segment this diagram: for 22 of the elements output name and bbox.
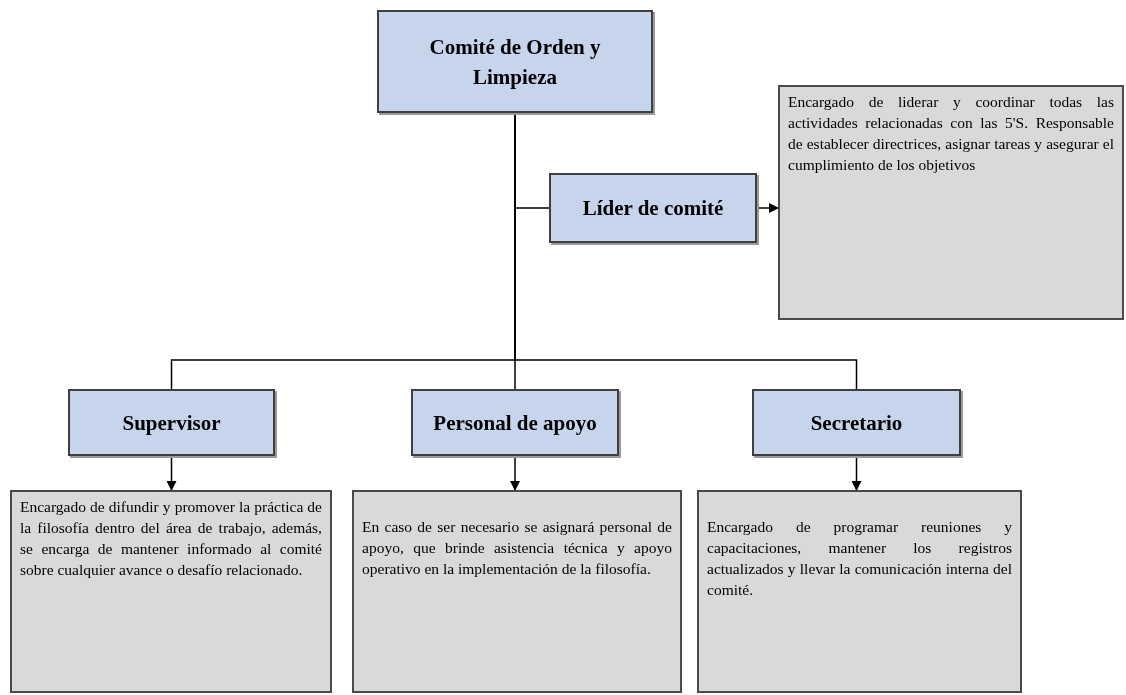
role-description: En caso de ser necesario se asignará personal de apoyo, que brinde asistencia técnica y apoyo operativo en la implementación de la filosofía.: [362, 517, 672, 579]
role-title: Supervisor: [122, 409, 221, 437]
role-box: [377, 10, 653, 113]
arrow: [510, 455, 520, 491]
arrow: [756, 203, 779, 213]
role-description: Encargado de difundir y promover la práctica de la filosofía dentro del área de trabajo, además, se encarga de mantener informado al comité sobre cualquier avance o desafío relacionado.: [20, 497, 322, 580]
role-title: Comité de Orden y Limpieza: [428, 33, 602, 91]
role-title: Líder de comité: [582, 195, 724, 222]
role-description: Encargado de programar reuniones y capacitaciones, mantener los registros actualizados y llevar la comunicación interna del comité.: [707, 517, 1012, 600]
description-box: [778, 85, 1124, 320]
role-box: [549, 173, 757, 243]
role-box: [752, 389, 961, 456]
role-title: Secretario: [810, 409, 903, 437]
role-box: [411, 389, 619, 456]
description-box: [10, 490, 332, 693]
role-box: [68, 389, 275, 456]
role-title: Personal de apoyo: [433, 409, 597, 437]
arrow: [851, 455, 862, 491]
description-box: [697, 490, 1022, 693]
arrow: [166, 455, 177, 491]
role-description: Encargado de liderar y coordinar todas las actividades relacionadas con las 5'S. Responsable de establecer directrices, asignar tareas y asegurar el cumplimiento de los objetivos: [788, 92, 1114, 175]
description-box: [352, 490, 682, 693]
